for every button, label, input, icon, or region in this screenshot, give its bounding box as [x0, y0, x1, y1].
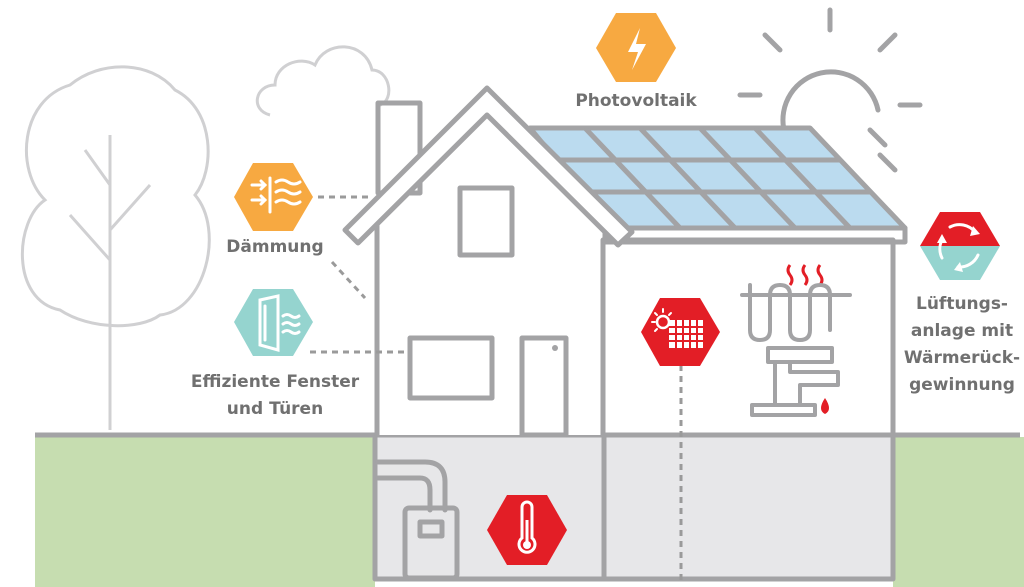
- dotted-connectors: [310, 195, 683, 580]
- basement-walls: [372, 434, 896, 582]
- photovoltaik-label: Photovoltaik: [575, 91, 697, 111]
- heating-badge: [487, 495, 567, 565]
- roof-eave: [602, 225, 908, 245]
- lueftung-label-line2: anlage mit: [911, 321, 1013, 341]
- basement: [375, 437, 893, 579]
- lueftung-label-line4: gewinnung: [909, 375, 1015, 395]
- door-knob: [552, 345, 558, 351]
- daemmung-label: Dämmung: [226, 237, 323, 257]
- attic-window: [457, 185, 515, 258]
- insulation-icon: [250, 176, 302, 214]
- heating-boiler-icon: [375, 459, 460, 581]
- lightning-icon: [628, 28, 646, 70]
- window: [407, 335, 495, 401]
- window-door-icon: [258, 294, 301, 352]
- faucet-icon: [750, 346, 840, 417]
- daemmung-badge: Dämmung: [226, 163, 324, 257]
- grass-right: [893, 437, 1024, 587]
- radiator-icon: [740, 264, 852, 342]
- cloud-icon: [255, 45, 391, 117]
- lueftung-badge: Lüftungs- anlage mit Wärmerück- gewinnun…: [904, 212, 1020, 395]
- thermometer-icon: [517, 500, 537, 554]
- tree-icon: [20, 65, 211, 430]
- grass-left: [35, 437, 375, 587]
- solar-thermal-badge: [641, 298, 720, 366]
- fenster-label-line1: Effiziente Fenster: [191, 372, 360, 392]
- solar-collector-icon: [651, 308, 703, 348]
- fenster-badge: Effiziente Fenster und Türen: [191, 289, 360, 419]
- roof: [342, 85, 635, 248]
- door: [519, 335, 569, 438]
- lueftung-label-line1: Lüftungs-: [916, 294, 1008, 314]
- sun-icon: [737, 7, 923, 173]
- photovoltaik-badge: Photovoltaik: [575, 13, 697, 111]
- lueftung-label-line3: Wärmerück-: [904, 348, 1020, 368]
- fenster-label-line2: und Türen: [227, 399, 323, 419]
- recycle-arrows-icon: [937, 223, 980, 272]
